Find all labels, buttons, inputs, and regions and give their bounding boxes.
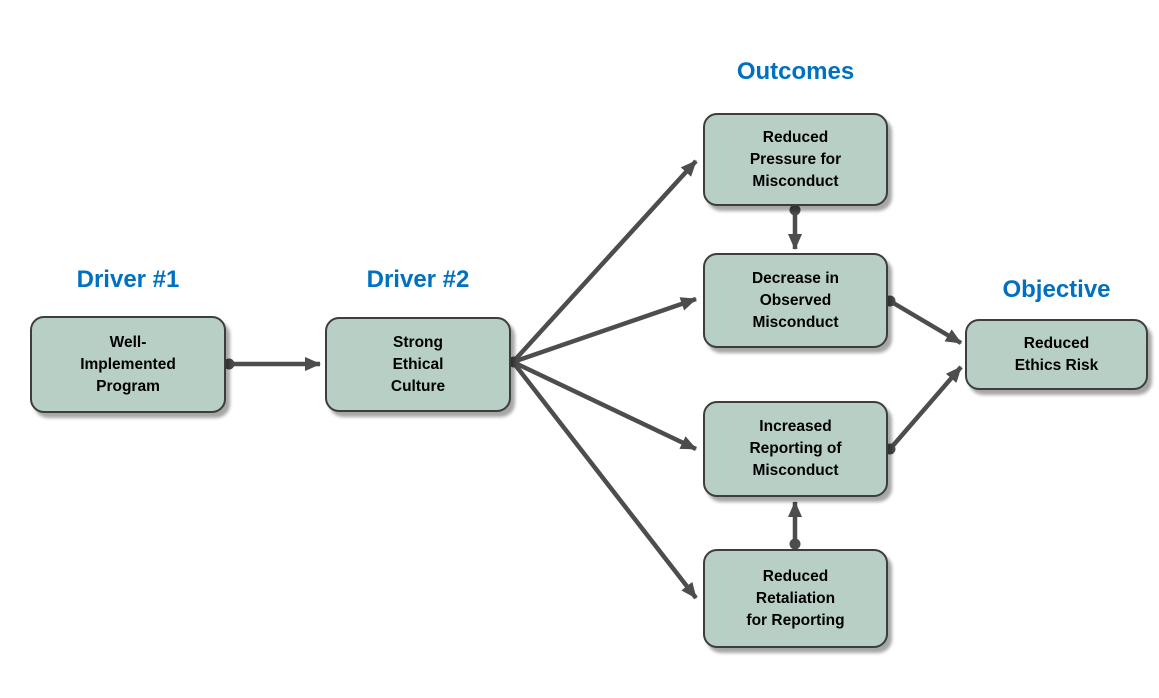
- node-reduced-ethics-risk: Reduced Ethics Risk: [965, 319, 1148, 390]
- edge-observed-to-risk: [888, 299, 963, 345]
- heading-driver-2: Driver #2: [366, 266, 470, 293]
- heading-objective: Objective: [1002, 276, 1111, 303]
- node-label: Strong Ethical Culture: [390, 333, 446, 395]
- edge-culture-to-reporting: [512, 359, 697, 452]
- heading-driver-1: Driver #1: [76, 266, 180, 293]
- edge-culture-to-retaliation: [511, 360, 698, 600]
- node-increased-reporting-of-misconduct: Increased Reporting of Misconduct: [703, 401, 888, 497]
- node-reduced-retaliation-for-reporting: Reduced Retaliation for Reporting: [703, 549, 888, 648]
- edge-reporting-to-risk: [888, 365, 963, 451]
- node-label: Decrease in Observed Misconduct: [751, 269, 840, 331]
- node-label: Well- Implemented Program: [80, 333, 176, 395]
- connector-dot: [789, 204, 801, 216]
- edge-culture-to-observed: [512, 296, 697, 365]
- heading-outcomes: Outcomes: [736, 58, 855, 85]
- node-reduced-pressure-for-misconduct: Reduced Pressure for Misconduct: [703, 113, 888, 206]
- node-label: Increased Reporting of Misconduct: [749, 418, 842, 479]
- node-label: Reduced Ethics Risk: [1014, 334, 1099, 374]
- edge-culture-to-pressure: [511, 159, 698, 364]
- node-strong-ethical-culture: Strong Ethical Culture: [325, 317, 511, 412]
- node-well-implemented-program: Well- Implemented Program: [30, 316, 226, 413]
- node-decrease-in-observed-misconduct: Decrease in Observed Misconduct: [703, 253, 888, 348]
- connector-dot: [789, 538, 801, 550]
- node-label: Reduced Pressure for Misconduct: [749, 128, 842, 190]
- node-label: Reduced Retaliation for Reporting: [746, 567, 845, 629]
